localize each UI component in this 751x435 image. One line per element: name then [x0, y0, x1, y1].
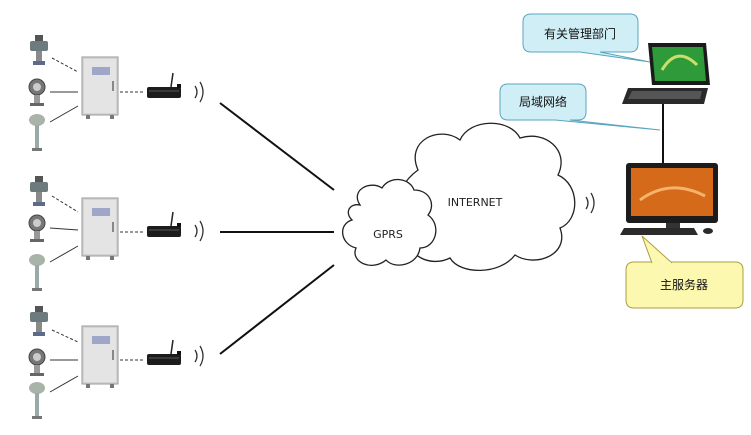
desktop-computer-icon — [620, 163, 718, 235]
wireless-signal-icon — [194, 220, 204, 242]
gprs-modem-icon — [146, 339, 182, 366]
sensor-icon — [30, 35, 48, 65]
callout-lan: 局域网络 — [499, 83, 661, 131]
station-row-2 — [28, 176, 204, 291]
gprs-label: GPRS — [373, 228, 403, 241]
wireless-signal-icon — [194, 345, 204, 367]
control-cabinet-icon — [81, 56, 119, 120]
sensor-icon — [28, 78, 46, 107]
laptop-icon — [622, 43, 710, 104]
wireless-signal-icon — [585, 192, 595, 214]
sensor-icon — [29, 254, 45, 291]
sensor-icon — [30, 306, 48, 336]
callout-authority-label: 有关管理部门 — [544, 26, 616, 41]
callout-authority: 有关管理部门 — [522, 13, 651, 63]
sensor-icon — [29, 382, 45, 419]
callout-main-server-label: 主服务器 — [660, 277, 708, 292]
internet-label: INTERNET — [448, 196, 503, 209]
station-row-1 — [28, 35, 204, 151]
sensor-icon — [30, 176, 48, 206]
gprs-modem-icon — [146, 72, 182, 99]
sensor-icon — [28, 214, 46, 243]
control-cabinet-icon — [81, 325, 119, 389]
callout-main-server: 主服务器 — [625, 235, 744, 309]
link-line — [219, 102, 335, 191]
control-cabinet-icon — [81, 197, 119, 261]
cloud-icon — [342, 178, 437, 266]
gprs-modem-icon — [146, 211, 182, 238]
sensor-icon — [29, 114, 45, 151]
callout-lan-label: 局域网络 — [519, 94, 567, 109]
wireless-signal-icon — [194, 81, 204, 103]
link-line — [219, 264, 335, 355]
sensor-icon — [28, 348, 46, 377]
station-row-3 — [28, 306, 204, 419]
